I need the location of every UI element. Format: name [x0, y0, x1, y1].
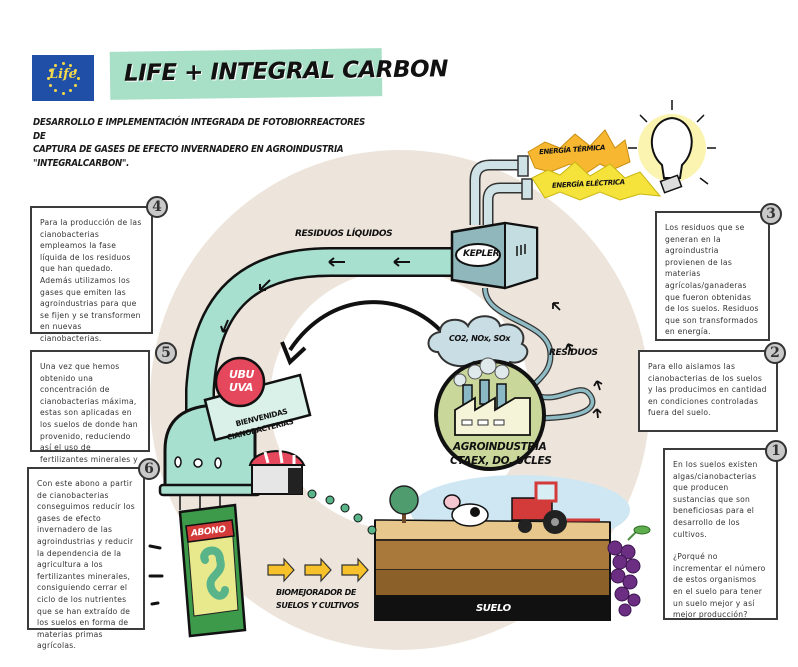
thermal-energy-burst — [527, 129, 631, 175]
step-5-text: Una vez que hemos obtenido una concentra… — [40, 362, 138, 487]
step-5-badge: 5 — [155, 342, 177, 364]
subtitle-line: CAPTURA DE GASES DE EFECTO INVERNADERO E… — [33, 144, 344, 155]
agroindustria-sublabel: CTAEX, DO. UCLES — [450, 455, 552, 467]
life-logo-text: Life — [49, 67, 77, 82]
agroindustria-factory — [434, 357, 546, 471]
flow-arrow-icon — [552, 302, 603, 419]
tree-icon — [389, 485, 419, 523]
tractor-icon — [511, 481, 600, 534]
liquid-residue-label: RESIDUOS LÍQUIDOS — [295, 229, 393, 239]
residue-label: RESIDUOS — [549, 348, 598, 358]
step-3-badge: 3 — [760, 203, 782, 225]
eu-star-icon — [48, 84, 52, 87]
eu-star-icon — [54, 63, 57, 67]
biomejorador-label: BIOMEJORADOR DE — [276, 588, 356, 597]
step-4-box: Para la producción de las cianobacterias… — [30, 206, 153, 343]
eu-life-logo: Life — [32, 55, 94, 101]
bioreactor — [158, 356, 312, 510]
subtitle-line: DESARROLLO E IMPLEMENTACIÓN INTEGRADA DE… — [33, 117, 365, 142]
arrow-right-icon — [267, 557, 369, 583]
subtitle-line: "INTEGRALCARBON". — [33, 157, 130, 169]
gas-capture-arrow — [288, 300, 442, 352]
cow-icon — [443, 494, 489, 527]
biomejorador-sublabel: SUELOS Y CULTIVOS — [276, 601, 359, 610]
eu-star-icon — [69, 89, 72, 93]
flow-arrow-icon — [220, 257, 410, 333]
eu-star-icon — [74, 69, 78, 72]
step-3-box: Los residuos que se generan en la agroin… — [655, 211, 770, 341]
uva-label: UVA — [229, 381, 254, 394]
eu-star-icon — [74, 84, 78, 87]
abono-box — [178, 503, 247, 638]
step-1-text-question: ¿Porqué no incrementar el número de esto… — [673, 552, 766, 620]
step-1-text-intro: En los suelos existen algas/cianobacteri… — [673, 460, 758, 539]
step-6-box: Con este abono a partir de cianobacteria… — [27, 467, 145, 650]
light-bulb-icon — [628, 100, 716, 194]
ubu-label: UBU — [229, 368, 255, 381]
step-2-text: Para ello aislamos las cianobacterias de… — [648, 362, 767, 418]
kepler-plant — [450, 155, 603, 422]
kepler-label: KEPLER — [463, 249, 500, 259]
step-6-badge: 6 — [138, 458, 160, 480]
step-3-text: Los residuos que se generan en la agroin… — [665, 223, 759, 337]
eu-star-icon — [54, 89, 57, 93]
eu-star-icon — [76, 76, 80, 80]
step-6-text: Con este abono a partir de cianobacteria… — [37, 479, 135, 651]
step-1-badge: 1 — [765, 440, 787, 462]
soil-block — [374, 519, 611, 621]
gases-label: CO2, NOx, SOx — [449, 334, 511, 343]
eu-star-icon — [69, 63, 72, 67]
step-4-badge: 4 — [146, 196, 168, 218]
step-5-box: Una vez que hemos obtenido una concentra… — [30, 350, 150, 487]
step-2-box: Para ello aislamos las cianobacterias de… — [638, 350, 778, 432]
cyanobacteria-icons — [307, 489, 377, 535]
grapes-icon — [607, 525, 651, 617]
step-4-text: Para la producción de las cianobacterias… — [40, 218, 142, 343]
eu-star-icon — [61, 91, 65, 95]
eu-star-icon — [61, 61, 65, 65]
electric-energy-burst — [531, 161, 662, 201]
step-2-badge: 2 — [764, 342, 786, 364]
project-subtitle: DESARROLLO E IMPLEMENTACIÓN INTEGRADA DE… — [33, 116, 373, 170]
soil-label: SUELO — [476, 603, 511, 614]
step-1-box: En los suelos existen algas/cianobacteri… — [663, 448, 778, 620]
eu-star-icon — [46, 76, 50, 80]
eu-star-icon — [48, 69, 52, 72]
agroindustria-label: AGROINDUSTRIA — [453, 441, 547, 453]
